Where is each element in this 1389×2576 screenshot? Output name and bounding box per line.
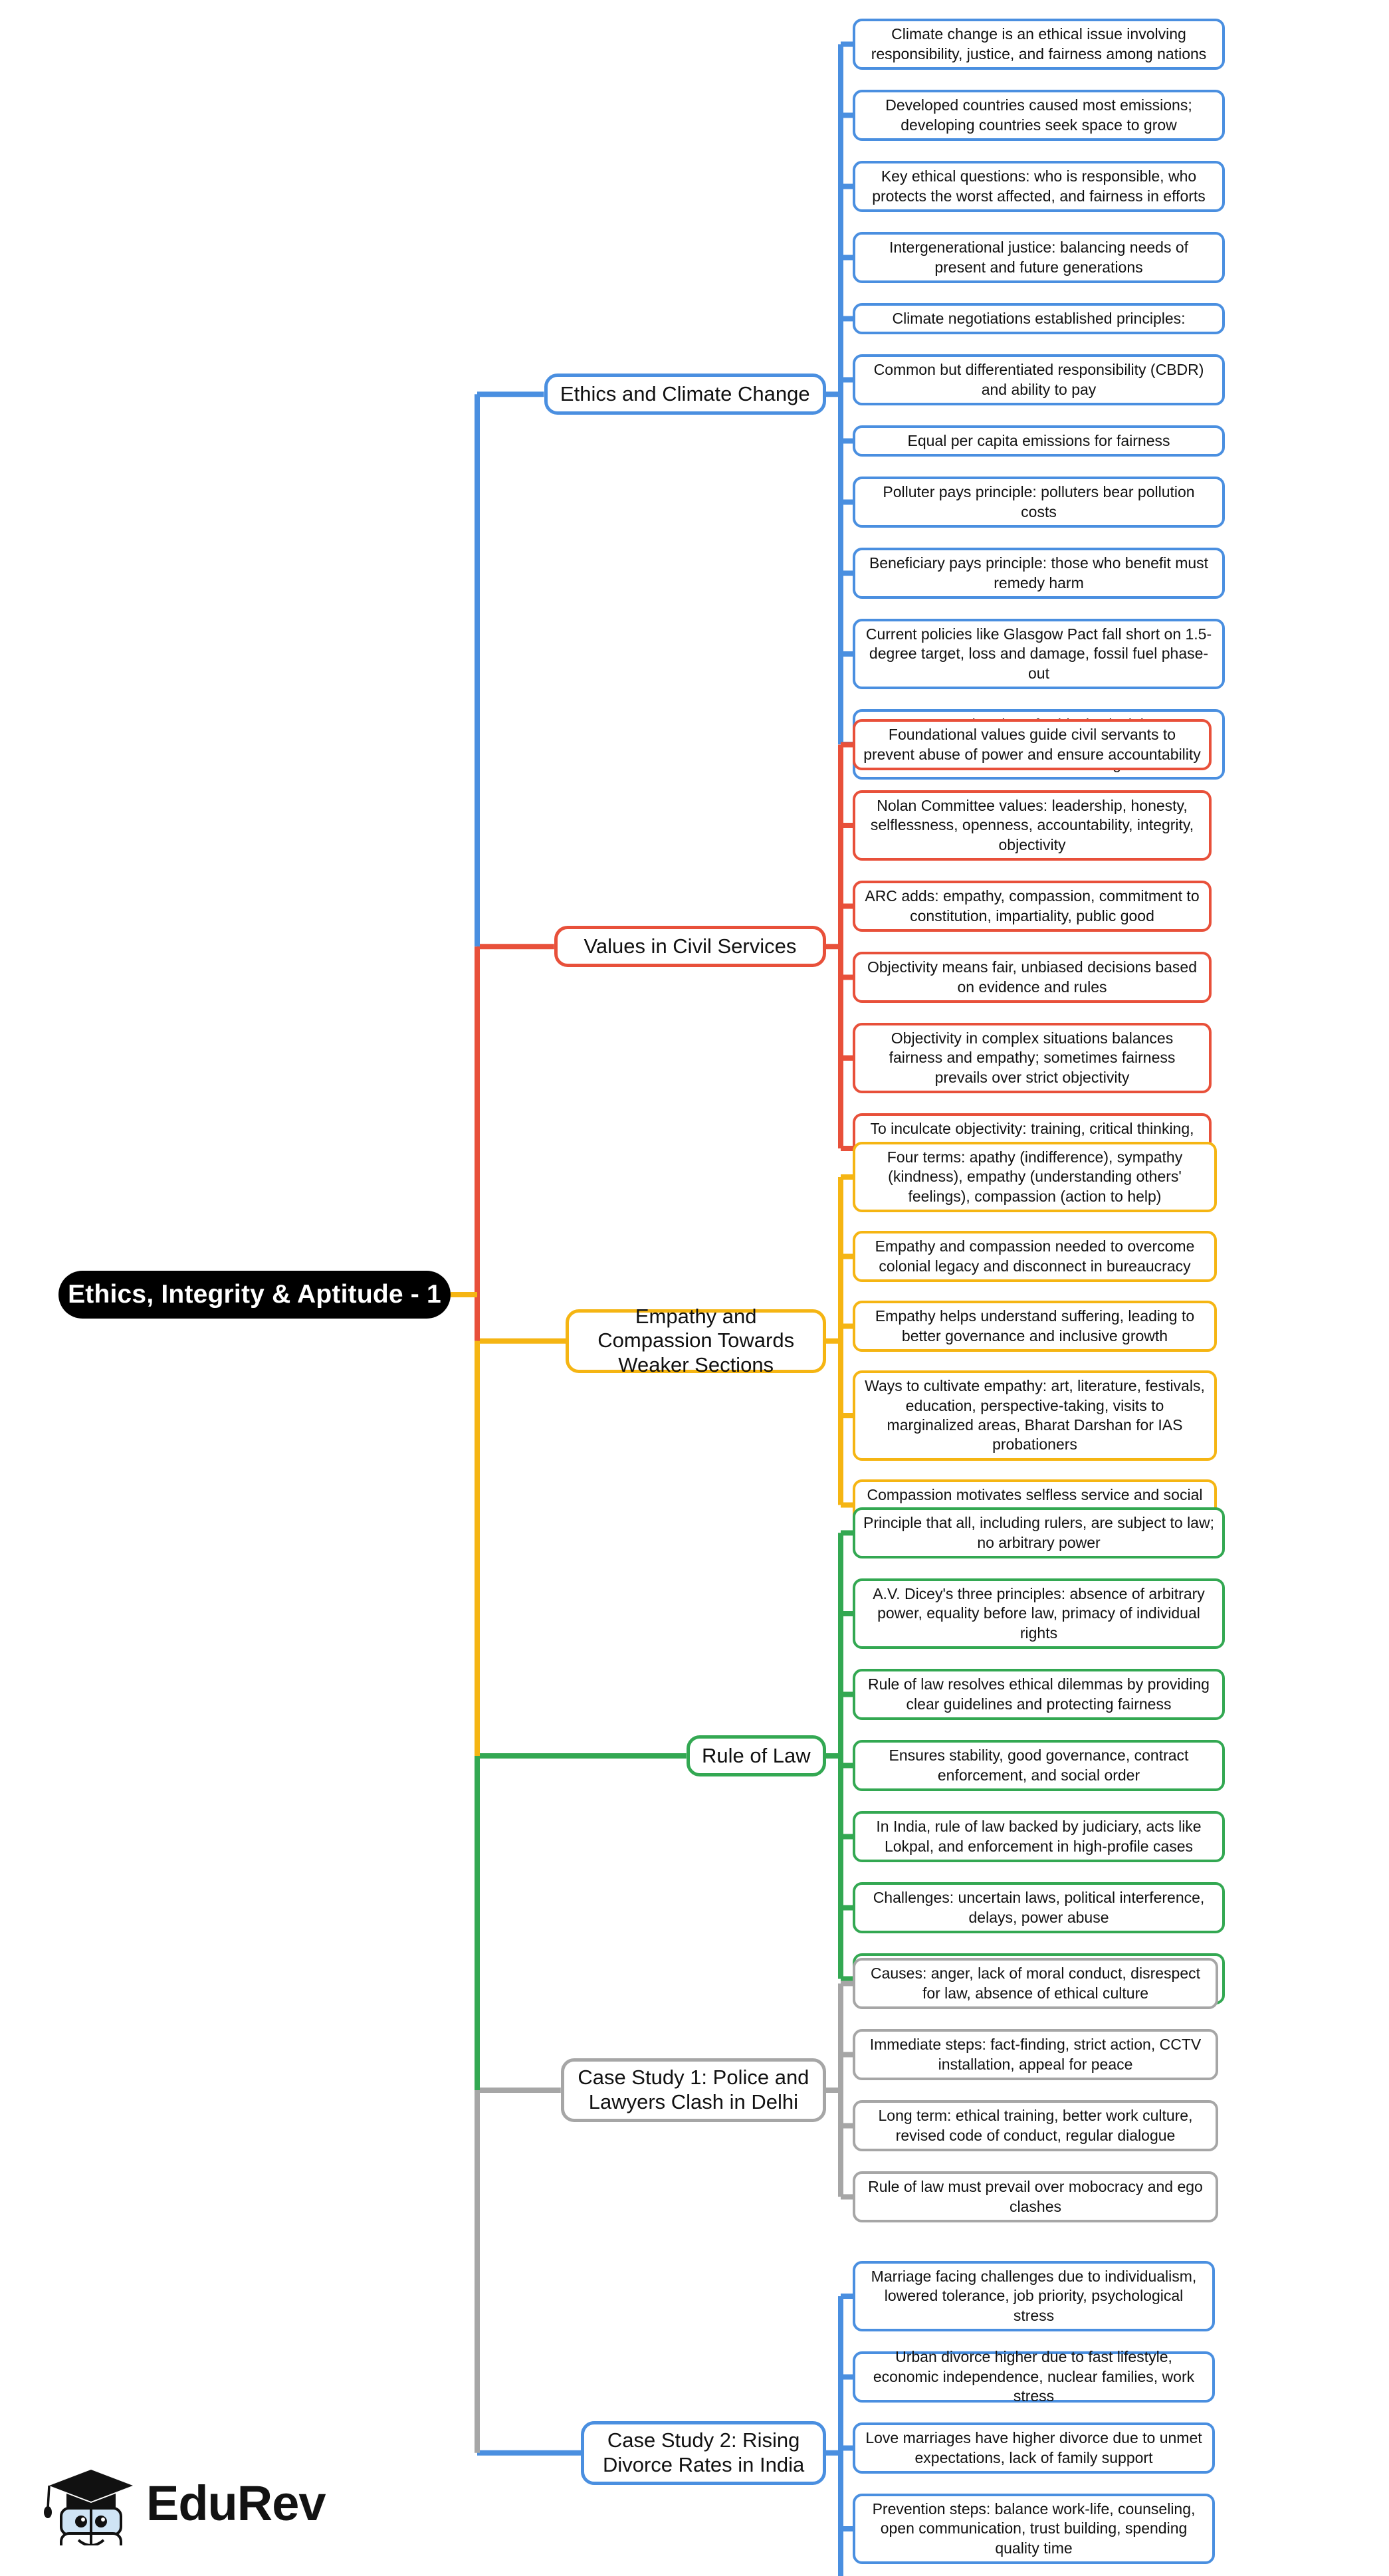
leaf-node[interactable]: Beneficiary pays principle: those who be… xyxy=(853,548,1225,599)
leaf-label: Objectivity means fair, unbiased decisio… xyxy=(867,958,1198,996)
leaf-node[interactable]: Climate negotiations established princip… xyxy=(853,303,1225,334)
leaf-node[interactable]: Objectivity in complex situations balanc… xyxy=(853,1023,1212,1093)
leaf-label: Intergenerational justice: balancing nee… xyxy=(889,239,1189,276)
leaf-node[interactable]: Current policies like Glasgow Pact fall … xyxy=(853,619,1225,689)
leaf-node[interactable]: Love marriages have higher divorce due t… xyxy=(853,2422,1215,2474)
leaf-label: Four terms: apathy (indifference), sympa… xyxy=(887,1148,1183,1205)
leaf-node[interactable]: Intergenerational justice: balancing nee… xyxy=(853,232,1225,283)
leaf-node[interactable]: Equal per capita emissions for fairness xyxy=(853,425,1225,457)
leaf-node[interactable]: Long term: ethical training, better work… xyxy=(853,2100,1218,2151)
leaf-label: Equal per capita emissions for fairness xyxy=(907,431,1170,449)
leaf-label: Immediate steps: fact-finding, strict ac… xyxy=(869,2036,1202,2073)
leaf-label: Foundational values guide civil servants… xyxy=(863,726,1201,763)
leaf-node[interactable]: Principle that all, including rulers, ar… xyxy=(853,1507,1225,1558)
leaf-label: Challenges: uncertain laws, political in… xyxy=(873,1889,1205,1926)
branch-node[interactable]: Values in Civil Services xyxy=(554,926,826,968)
leaf-label: Causes: anger, lack of moral conduct, di… xyxy=(870,1965,1201,2002)
leaf-label: Empathy and compassion needed to overcom… xyxy=(875,1237,1195,1275)
branch-label: Empathy and Compassion Towards Weaker Se… xyxy=(597,1304,795,1377)
leaf-label: Current policies like Glasgow Pact fall … xyxy=(865,625,1212,682)
leaf-label: Love marriages have higher divorce due t… xyxy=(865,2429,1202,2466)
leaf-node[interactable]: Four terms: apathy (indifference), sympa… xyxy=(853,1142,1217,1212)
leaf-label: Rule of law must prevail over mobocracy … xyxy=(868,2178,1203,2215)
branch-label: Case Study 1: Police and Lawyers Clash i… xyxy=(578,2066,809,2113)
leaf-label: Developed countries caused most emission… xyxy=(885,96,1192,134)
leaf-node[interactable]: Rule of law must prevail over mobocracy … xyxy=(853,2171,1218,2222)
leaf-node[interactable]: Key ethical questions: who is responsibl… xyxy=(853,161,1225,212)
leaf-label: Climate negotiations established princip… xyxy=(892,309,1186,327)
leaf-node[interactable]: Polluter pays principle: polluters bear … xyxy=(853,477,1225,528)
leaf-node[interactable]: Ensures stability, good governance, cont… xyxy=(853,1740,1225,1791)
branch-node[interactable]: Rule of Law xyxy=(686,1735,826,1776)
branch-label: Case Study 2: Rising Divorce Rates in In… xyxy=(602,2428,805,2476)
leaf-label: Polluter pays principle: polluters bear … xyxy=(883,483,1195,520)
leaf-label: Nolan Committee values: leadership, hone… xyxy=(870,796,1194,853)
leaf-label: Principle that all, including rulers, ar… xyxy=(863,1514,1214,1551)
leaf-label: Beneficiary pays principle: those who be… xyxy=(869,554,1209,591)
leaf-label: Urban divorce higher due to fast lifesty… xyxy=(873,2348,1195,2405)
graduation-cap-book-mascot-icon xyxy=(44,2470,133,2557)
root-title: Ethics, Integrity & Aptitude - 1 xyxy=(68,1280,441,1309)
leaf-node[interactable]: Developed countries caused most emission… xyxy=(853,90,1225,141)
branch-node[interactable]: Case Study 2: Rising Divorce Rates in In… xyxy=(581,2420,826,2485)
leaf-label: Objectivity in complex situations balanc… xyxy=(889,1029,1176,1086)
leaf-label: Climate change is an ethical issue invol… xyxy=(871,25,1207,62)
leaf-node[interactable]: Rule of law resolves ethical dilemmas by… xyxy=(853,1669,1225,1720)
leaf-node[interactable]: Empathy helps understand suffering, lead… xyxy=(853,1301,1217,1352)
leaf-node[interactable]: Ways to cultivate empathy: art, literatu… xyxy=(853,1370,1217,1461)
leaf-node[interactable]: Common but differentiated responsibility… xyxy=(853,354,1225,405)
leaf-node[interactable]: Urban divorce higher due to fast lifesty… xyxy=(853,2348,1215,2405)
leaf-label: ARC adds: empathy, compassion, commitmen… xyxy=(865,887,1200,924)
leaf-label: Key ethical questions: who is responsibl… xyxy=(872,167,1206,205)
leaf-node[interactable]: Empathy and compassion needed to overcom… xyxy=(853,1231,1217,1282)
leaf-label: Empathy helps understand suffering, lead… xyxy=(875,1307,1195,1344)
leaf-node[interactable]: Marriage facing challenges due to indivi… xyxy=(853,2261,1215,2331)
leaf-label: Ensures stability, good governance, cont… xyxy=(889,1747,1189,1784)
branch-label: Values in Civil Services xyxy=(584,934,797,958)
leaf-node[interactable]: Prevention steps: balance work-life, cou… xyxy=(853,2494,1215,2564)
leaf-label: Rule of law resolves ethical dilemmas by… xyxy=(868,1675,1210,1713)
leaf-node[interactable]: Immediate steps: fact-finding, strict ac… xyxy=(853,2029,1218,2080)
branch-node[interactable]: Ethics and Climate Change xyxy=(544,374,826,415)
edurev-wordmark: EduRev xyxy=(146,2476,326,2531)
leaf-node[interactable]: Challenges: uncertain laws, political in… xyxy=(853,1882,1225,1933)
leaf-node[interactable]: Foundational values guide civil servants… xyxy=(853,719,1212,770)
leaf-label: Ways to cultivate empathy: art, literatu… xyxy=(865,1377,1205,1453)
branch-label: Ethics and Climate Change xyxy=(560,381,810,405)
leaf-node[interactable]: ARC adds: empathy, compassion, commitmen… xyxy=(853,881,1212,932)
leaf-label: Common but differentiated responsibility… xyxy=(873,361,1204,398)
leaf-node[interactable]: Climate change is an ethical issue invol… xyxy=(853,19,1225,70)
leaf-node[interactable]: In India, rule of law backed by judiciar… xyxy=(853,1811,1225,1862)
leaf-label: A.V. Dicey's three principles: absence o… xyxy=(873,1584,1205,1642)
leaf-node[interactable]: Nolan Committee values: leadership, hone… xyxy=(853,790,1212,861)
leaf-label: Prevention steps: balance work-life, cou… xyxy=(872,2500,1196,2557)
leaf-node[interactable]: A.V. Dicey's three principles: absence o… xyxy=(853,1578,1225,1649)
leaf-label: Marriage facing challenges due to indivi… xyxy=(871,2267,1197,2324)
branch-node[interactable]: Empathy and Compassion Towards Weaker Se… xyxy=(566,1305,826,1376)
leaf-label: In India, rule of law backed by judiciar… xyxy=(876,1818,1202,1855)
leaf-node[interactable]: Objectivity means fair, unbiased decisio… xyxy=(853,952,1212,1003)
root-node[interactable]: Ethics, Integrity & Aptitude - 1 xyxy=(58,1271,451,1319)
edurev-logo: EduRev xyxy=(41,2459,326,2557)
branch-node[interactable]: Case Study 1: Police and Lawyers Clash i… xyxy=(560,2058,826,2122)
leaf-label: Long term: ethical training, better work… xyxy=(878,2107,1193,2144)
branch-label: Rule of Law xyxy=(701,1743,811,1767)
leaf-node[interactable]: Causes: anger, lack of moral conduct, di… xyxy=(853,1958,1218,2009)
